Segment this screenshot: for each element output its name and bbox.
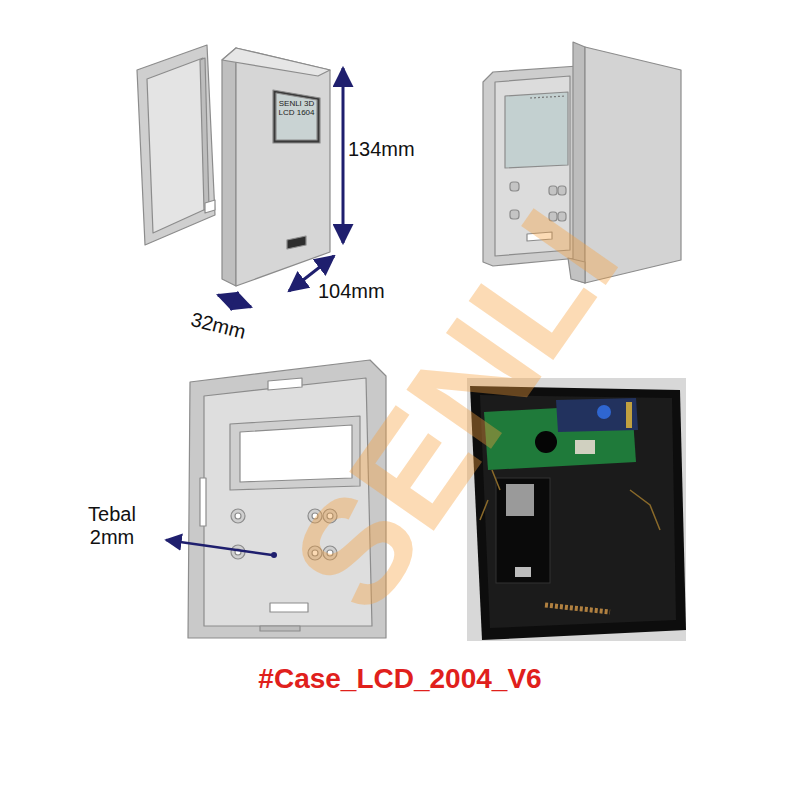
exploded-case [137,45,330,286]
case-interior-part [270,603,308,612]
case-interior-part [312,550,318,556]
callout-label: Tebal 2mm [66,503,158,549]
exploded-case-part [276,93,317,140]
assembled-photo-part [626,402,632,428]
case-interior-part [200,478,206,526]
open-case-part [585,47,681,283]
case-interior [188,360,386,638]
assembled-photo-part [545,605,610,612]
case-interior-part [308,546,322,560]
assembled-photo-part [467,378,686,641]
assembled-photo-part [575,440,595,454]
dimension-label: 134mm [348,138,415,161]
case-interior-part [323,546,337,560]
assembled-photo-part [597,405,611,419]
case-interior-part [230,416,360,490]
dimension-arrow [218,68,343,307]
open-case-part [568,258,585,283]
exploded-case-part [205,200,215,213]
open-case-part [510,210,519,219]
open-case-part [558,186,566,195]
dimension-label: 32mm [188,308,247,344]
open-case-part [495,76,570,256]
assembled-photo-part [480,395,676,628]
case-interior-part [188,360,386,638]
exploded-case-part [137,45,215,245]
case-interior-part [327,550,333,556]
open-case [483,42,681,283]
case-interior-part [231,509,245,523]
leader-line-part [166,540,272,555]
assembled-photo-part [496,478,550,583]
case-interior-part [235,513,241,519]
assembled-photo-part [535,431,557,453]
assembled-photo-part [470,386,686,640]
leader-line-part [271,552,277,558]
open-case-part [527,232,552,241]
exploded-case-part [222,48,330,76]
case-interior-part [204,378,372,626]
exploded-case-part [147,58,208,233]
case-interior-part [260,626,300,631]
watermark: SENLI [258,180,653,641]
open-case-part [505,92,568,168]
assembled-photo-part [480,470,660,530]
exploded-case-part [273,90,320,143]
exploded-case-part [236,48,330,286]
open-case-part [530,96,566,98]
dimension-label: 104mm [318,280,385,303]
open-case-part [549,186,557,195]
case-interior-part [312,513,318,519]
open-case-part [558,212,566,221]
open-case-part [573,42,585,283]
exploded-case-part [200,58,209,210]
screen-text: SENLI 3D LCD 1604 [278,99,315,117]
case-interior-part [240,425,352,482]
case-interior-part [323,509,337,523]
assembled-photo [467,378,686,641]
assembled-photo-part [515,567,531,577]
assembled-photo-part [556,398,638,432]
assembled-photo-part [506,484,534,516]
case-interior-part [327,513,333,519]
leader-line [166,540,277,558]
open-case-part [510,182,519,191]
exploded-case-part [222,48,236,286]
case-interior-part [268,378,302,390]
dimension-arrow-part [218,295,251,307]
dimension-arrow-part [342,68,345,243]
caption: #Case_LCD_2004_V6 [258,663,541,695]
open-case-part [483,66,578,266]
exploded-case-part [287,236,306,249]
open-case-part [549,212,557,221]
case-interior-part [308,509,322,523]
